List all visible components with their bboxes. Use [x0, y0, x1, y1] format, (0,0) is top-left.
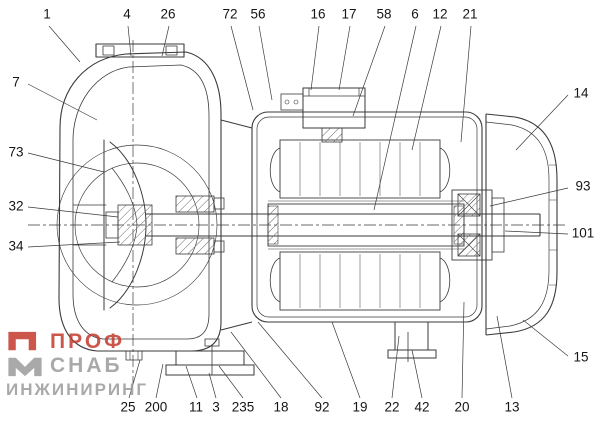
callout-part-72: 72 — [222, 6, 238, 22]
callout-part-42: 42 — [414, 399, 430, 415]
callout-part-200: 200 — [144, 399, 168, 415]
callout-part-22: 22 — [384, 399, 400, 415]
callout-part-26: 26 — [160, 6, 176, 22]
pump-casing — [56, 43, 222, 361]
callout-part-32: 32 — [8, 198, 24, 214]
rotor — [267, 203, 465, 247]
callout-part-93: 93 — [575, 178, 591, 194]
callout-part-92: 92 — [314, 399, 330, 415]
callout-part-3: 3 — [212, 399, 220, 415]
callout-part-14: 14 — [573, 85, 589, 101]
callout-part-18: 18 — [273, 399, 289, 415]
callout-part-16: 16 — [310, 6, 326, 22]
terminal-box — [280, 87, 366, 143]
callout-part-12: 12 — [432, 6, 448, 22]
callout-part-20: 20 — [454, 399, 470, 415]
callout-part-11: 11 — [188, 399, 204, 415]
leader-lines — [27, 25, 569, 399]
callout-part-25: 25 — [120, 399, 136, 415]
callout-part-34: 34 — [8, 238, 24, 254]
callout-part-15: 15 — [573, 349, 589, 365]
callout-part-4: 4 — [123, 6, 131, 22]
impeller — [103, 139, 153, 311]
stator-windings — [268, 139, 464, 311]
callout-part-101: 101 — [571, 225, 595, 241]
shaft-seal — [175, 195, 225, 255]
callout-part-17: 17 — [341, 6, 357, 22]
bearing-assembly — [451, 189, 505, 261]
callout-part-73: 73 — [8, 144, 24, 160]
callout-part-1: 1 — [43, 6, 51, 22]
callout-part-6: 6 — [411, 6, 419, 22]
callout-part-235: 235 — [231, 399, 255, 415]
callout-part-13: 13 — [504, 399, 520, 415]
motor-housing — [251, 111, 483, 323]
callout-part-19: 19 — [352, 399, 368, 415]
adapter-bracket — [165, 119, 255, 376]
callout-part-58: 58 — [376, 6, 392, 22]
end-cover — [485, 113, 558, 336]
motor-foot — [387, 322, 437, 362]
callout-part-21: 21 — [462, 6, 478, 22]
callout-part-7: 7 — [12, 74, 20, 90]
callout-part-56: 56 — [250, 6, 266, 22]
